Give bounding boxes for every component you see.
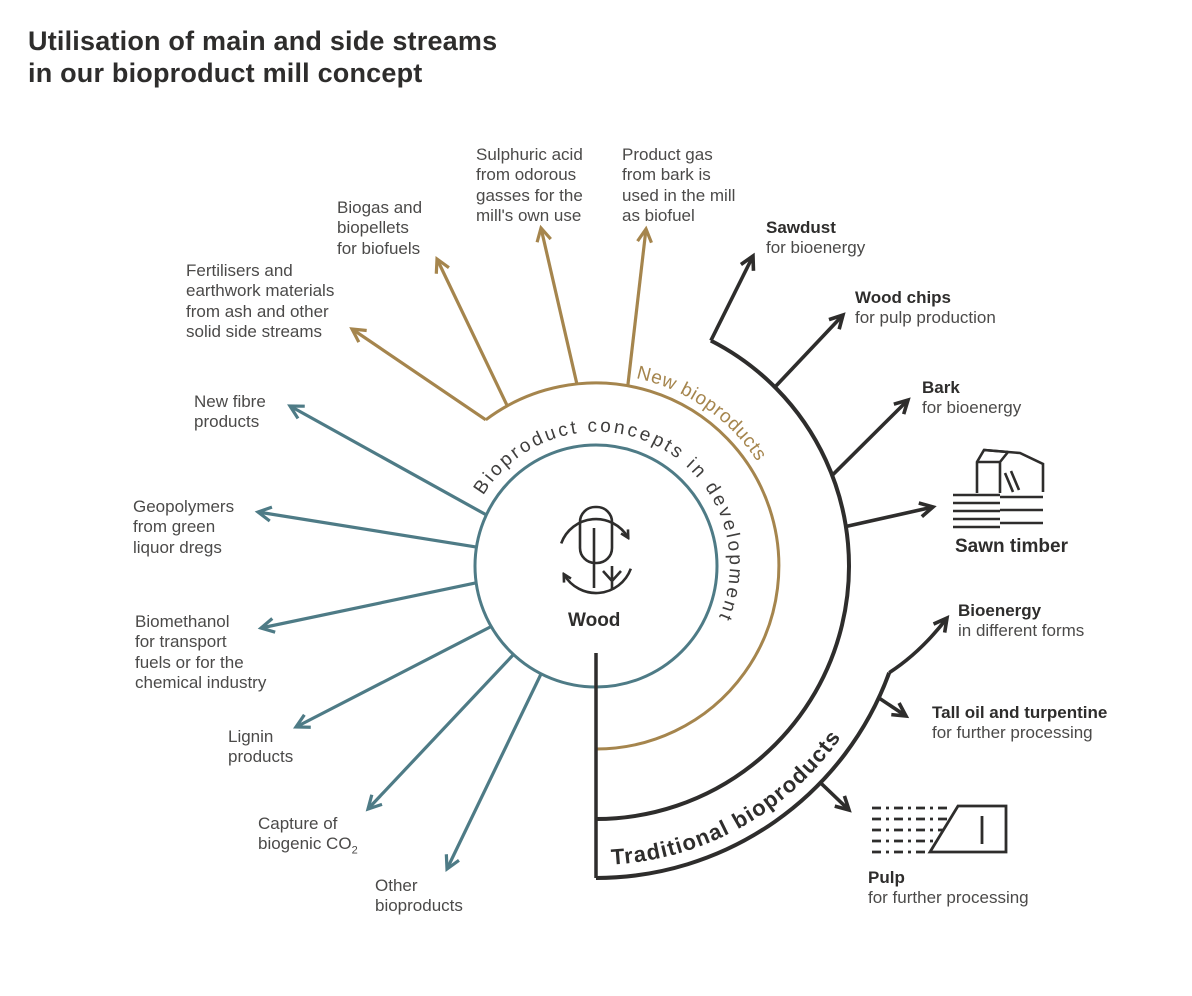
label-capture-co2: Capture of biogenic CO2: [258, 814, 358, 857]
arrow-sulphuric-acid: [535, 224, 579, 385]
arrow-wood-chips: [773, 312, 846, 389]
pulp-fibre-dashes: [872, 806, 952, 854]
tree-sprout: [602, 566, 622, 590]
label-tall-oil: Tall oil and turpentine for further proc…: [932, 703, 1108, 743]
label-wood-chips: Wood chips for pulp production: [855, 288, 996, 328]
arrow-tall-oil: [877, 696, 910, 719]
arrow-capture-co2: [365, 653, 515, 812]
arrow-pulp: [819, 781, 852, 813]
label-geopolymers: Geopolymers from green liquor dregs: [133, 497, 235, 557]
label-product-gas: Product gas from bark is used in the mil…: [622, 145, 736, 226]
arrow-product-gas: [626, 225, 653, 386]
center-label-wood: Wood: [568, 610, 621, 631]
timber-planks-right: [1000, 495, 1043, 525]
arrow-sawn-timber: [845, 501, 937, 529]
arrow-bioenergy: [888, 614, 950, 675]
pulp-bale-icon: [872, 804, 1008, 854]
arrow-other-bioproducts: [444, 673, 543, 873]
label-biomethanol: Biomethanol for transport fuels or for t…: [135, 612, 267, 693]
arrow-sawdust: [709, 252, 756, 342]
timber-house-hatch: [1003, 470, 1021, 493]
traditional-ring-inner: [595, 338, 851, 821]
cycle-arrow-bottom: [564, 568, 633, 595]
label-sawdust: Sawdust for bioenergy: [766, 218, 866, 258]
sawn-timber-icon: [953, 448, 1045, 529]
arrow-lignin-products: [292, 625, 492, 729]
label-biogas: Biogas and biopellets for biofuels: [337, 198, 423, 258]
label-sulphuric-acid: Sulphuric acid from odorous gasses for t…: [476, 145, 583, 226]
arrow-biogas: [434, 255, 509, 407]
arrow-bark: [830, 397, 911, 477]
tree-cycle-icon: [559, 505, 633, 595]
arrow-fertilisers: [349, 327, 487, 422]
label-fertilisers: Fertilisers and earthwork materials from…: [186, 261, 335, 342]
arrow-new-fibre-products: [287, 404, 488, 517]
label-other-bioproducts: Other bioproducts: [375, 876, 463, 916]
pulp-bale-box: [927, 804, 1008, 854]
cycle-arrow-top: [559, 517, 628, 544]
timber-planks-left: [953, 493, 1000, 529]
label-pulp: Pulp for further processing: [868, 868, 1029, 908]
timber-house-roof: [977, 448, 1010, 493]
label-sawn-timber: Sawn timber: [955, 536, 1068, 557]
development-ring: [473, 443, 719, 689]
arrow-biomethanol: [257, 581, 477, 634]
label-lignin-products: Lignin products: [228, 727, 294, 767]
label-bioenergy: Bioenergy in different forms: [958, 601, 1085, 641]
label-bark: Bark for bioenergy: [922, 378, 1022, 418]
arrow-geopolymers: [254, 505, 477, 549]
page-title: Utilisation of main and side streams in …: [28, 26, 498, 88]
tree-crown: [578, 505, 614, 565]
traditional-ring-outer: [595, 672, 892, 880]
label-new-fibre-products: New fibre products: [194, 392, 266, 432]
new-bioproducts-ring: [484, 381, 781, 751]
